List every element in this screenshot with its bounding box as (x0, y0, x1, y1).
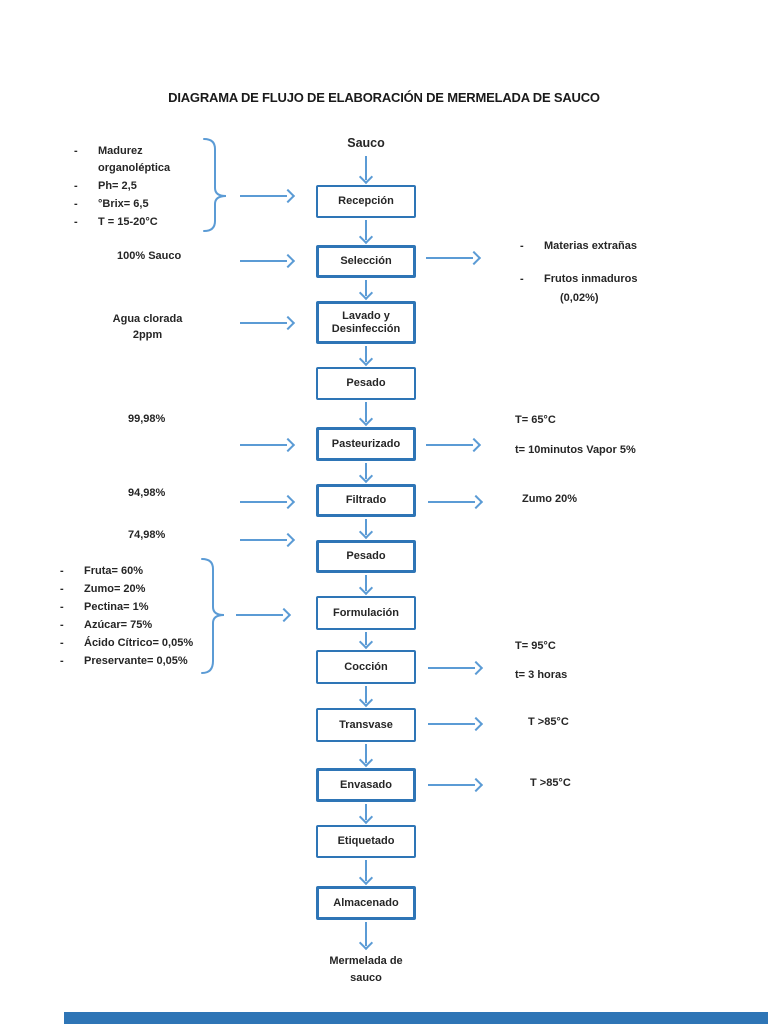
input-arrow-icon (236, 608, 290, 622)
input-arrow-icon (240, 316, 294, 330)
output-arrow-icon (428, 778, 482, 792)
transvase-output-temp: T >85°C (528, 716, 569, 728)
bullet-dash: - (60, 565, 64, 577)
flow-box-filtrado: Filtrado (316, 484, 416, 517)
flow-arrow-down-icon (359, 519, 373, 538)
flow-box-pesado-1: Pesado (316, 367, 416, 400)
flow-arrow-down-icon (359, 632, 373, 648)
flow-arrow-down-icon (359, 402, 373, 425)
bullet-dash: - (60, 601, 64, 613)
page-bottom-bar (64, 1012, 768, 1024)
list-item: -Frutos inmaduros (520, 273, 638, 285)
list-item: -Materias extrañas (520, 240, 637, 252)
flow-box-lavado-desinfeccion: Lavado y Desinfección (316, 301, 416, 344)
envasado-output-temp: T >85°C (530, 777, 571, 789)
pasteurizado-output-time: t= 10minutos Vapor 5% (515, 444, 636, 456)
input-arrow-icon (240, 495, 294, 509)
flow-box-envasado: Envasado (316, 768, 416, 802)
output-arrow-icon (428, 717, 482, 731)
flow-box-formulacion: Formulación (316, 596, 416, 630)
list-item: -Preservante= 0,05% (60, 655, 188, 667)
flow-arrow-down-icon (359, 744, 373, 766)
coccion-output-temp: T= 95°C (515, 640, 556, 652)
pesado2-input-label: 74,98% (128, 529, 166, 541)
filtrado-input-label: 94,98% (128, 487, 166, 499)
list-item: -Pectina= 1% (60, 601, 149, 613)
flow-box-pasteurizado: Pasteurizado (316, 427, 416, 461)
flow-arrow-down-icon (359, 686, 373, 706)
page-title: DIAGRAMA DE FLUJO DE ELABORACIÓN DE MERM… (168, 90, 600, 105)
bullet-dash: - (74, 180, 78, 192)
flow-arrow-down-icon (359, 220, 373, 243)
formulacion-input-list: -Fruta= 60% -Zumo= 20% -Pectina= 1% -Azú… (60, 564, 193, 672)
input-arrow-icon (240, 189, 294, 203)
list-item: -°Brix= 6,5 (74, 196, 194, 213)
bullet-dash: - (60, 619, 64, 631)
bullet-dash: - (520, 273, 524, 285)
flow-arrow-down-icon (359, 922, 373, 949)
bullet-dash: - (74, 216, 78, 228)
flow-arrow-down-icon (359, 346, 373, 365)
seleccion-input-label: 100% Sauco (117, 250, 182, 262)
bullet-dash: - (520, 240, 524, 252)
flow-arrow-down-icon (359, 156, 373, 183)
input-arrow-icon (240, 533, 294, 547)
output-arrow-icon (428, 495, 482, 509)
list-item: -Madurez organoléptica (74, 143, 194, 177)
seleccion-output-note: (0,02%) (560, 292, 599, 304)
output-arrow-icon (428, 661, 482, 675)
end-node-label: Mermelada de sauco (316, 953, 416, 987)
flow-box-recepcion: Recepción (316, 185, 416, 218)
flow-box-almacenado: Almacenado (316, 886, 416, 920)
flow-box-coccion: Cocción (316, 650, 416, 684)
pasteurizado-input-label: 99,98% (128, 413, 166, 425)
list-item: -Zumo= 20% (60, 583, 146, 595)
input-arrow-icon (240, 438, 294, 452)
output-arrow-icon (426, 251, 480, 265)
flow-box-etiquetado: Etiquetado (316, 825, 416, 858)
list-item: -Ácido Cítrico= 0,05% (60, 637, 194, 649)
flow-box-seleccion: Selección (316, 245, 416, 278)
flow-box-transvase: Transvase (316, 708, 416, 742)
seleccion-output-list: -Materias extrañas -Frutos inmaduros (0,… (520, 239, 638, 306)
brace-recepcion-inputs (203, 138, 227, 232)
flow-box-pesado-2: Pesado (316, 540, 416, 573)
end-node-line2: sauco (350, 972, 382, 984)
flow-arrow-down-icon (359, 860, 373, 884)
flow-arrow-down-icon (359, 575, 373, 594)
list-item: -T = 15-20°C (74, 214, 194, 231)
recepcion-input-list: -Madurez organoléptica -Ph= 2,5 -°Brix= … (74, 143, 194, 232)
flow-arrow-down-icon (359, 463, 373, 482)
start-node-label: Sauco (347, 136, 385, 150)
lavado-input-label: Agua clorada 2ppm (112, 313, 183, 341)
list-item: -Ph= 2,5 (74, 178, 194, 195)
bullet-dash: - (60, 583, 64, 595)
filtrado-output-label: Zumo 20% (522, 493, 578, 505)
bullet-dash: - (74, 145, 78, 157)
bullet-dash: - (74, 198, 78, 210)
end-node-line1: Mermelada de (329, 955, 403, 967)
output-arrow-icon (426, 438, 480, 452)
flow-arrow-down-icon (359, 804, 373, 823)
bullet-dash: - (60, 637, 64, 649)
coccion-output-time: t= 3 horas (515, 669, 568, 681)
pasteurizado-output-temp: T= 65°C (515, 414, 556, 426)
list-item: -Fruta= 60% (60, 565, 143, 577)
list-item: -Azúcar= 75% (60, 619, 153, 631)
bullet-dash: - (60, 655, 64, 667)
input-arrow-icon (240, 254, 294, 268)
brace-formulacion-inputs (201, 558, 225, 674)
flow-arrow-down-icon (359, 280, 373, 299)
